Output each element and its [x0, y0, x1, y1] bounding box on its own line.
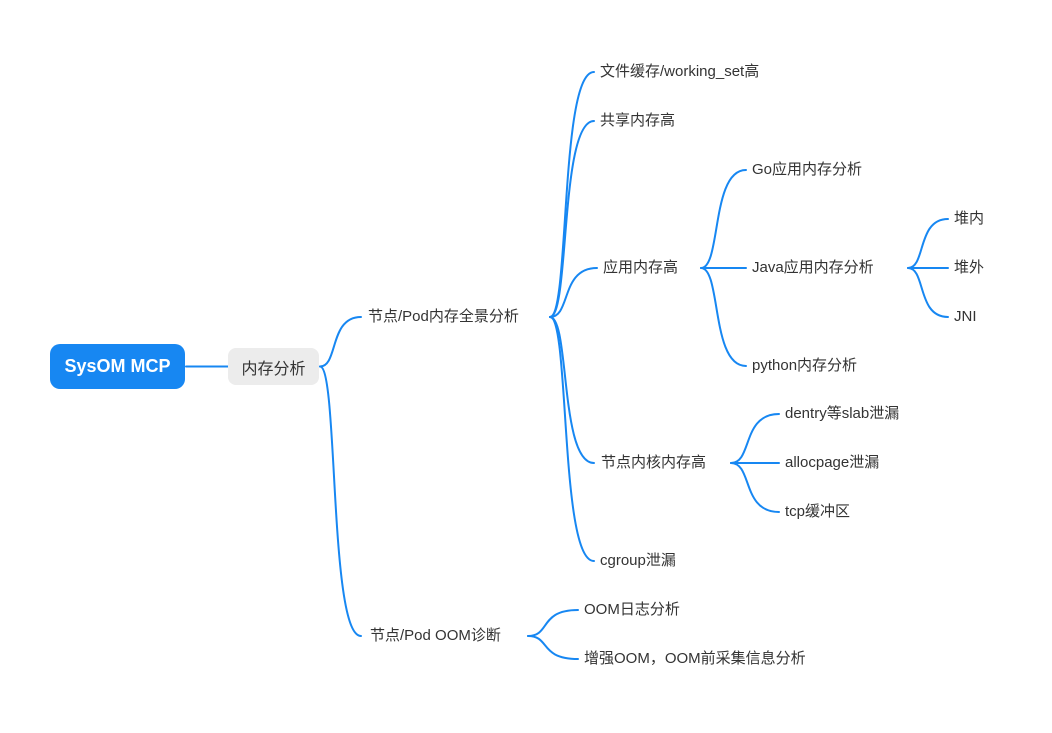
- node-file-cache-working-set[interactable]: 文件缓存/working_set高: [600, 63, 760, 81]
- node-python-analysis[interactable]: python内存分析: [752, 357, 858, 375]
- node-cgroup-leak[interactable]: cgroup泄漏: [600, 552, 676, 570]
- edge-panorama-app-memory: [549, 267, 598, 318]
- edge-oom-log-analysis: [527, 609, 579, 637]
- node-memory-analysis[interactable]: 内存分析: [228, 348, 319, 385]
- edge-java-jni: [907, 267, 949, 318]
- node-heap-internal[interactable]: 堆内: [954, 210, 985, 228]
- edge-app-memory-go: [700, 169, 747, 269]
- edge-oom-enhanced: [527, 635, 579, 660]
- node-app-memory-high[interactable]: 应用内存高: [603, 259, 679, 277]
- edge-java-heap-internal: [907, 218, 949, 269]
- node-jni[interactable]: JNI: [954, 308, 977, 326]
- edge-memory-oom-diagnosis: [319, 365, 362, 637]
- node-oom-log-analysis[interactable]: OOM日志分析: [584, 601, 680, 619]
- edge-memory-panorama: [319, 316, 362, 368]
- node-heap-external[interactable]: 堆外: [954, 259, 985, 277]
- edge-kernel-tcp-buffer: [730, 462, 780, 513]
- edge-kernel-dentry-slab: [730, 413, 780, 464]
- node-go-app-analysis[interactable]: Go应用内存分析: [752, 161, 863, 179]
- node-dentry-slab-leak[interactable]: dentry等slab泄漏: [785, 405, 900, 423]
- node-sysom-mcp-root[interactable]: SysOM MCP: [50, 344, 185, 389]
- node-kernel-memory-high[interactable]: 节点内核内存高: [601, 454, 707, 472]
- node-allocpage-leak[interactable]: allocpage泄漏: [785, 454, 880, 472]
- node-oom-diagnosis[interactable]: 节点/Pod OOM诊断: [370, 627, 501, 645]
- edge-app-memory-python: [700, 267, 747, 367]
- node-memory-panorama[interactable]: 节点/Pod内存全景分析: [368, 308, 519, 326]
- edge-panorama-shared-memory: [549, 120, 595, 318]
- node-tcp-buffer[interactable]: tcp缓冲区: [785, 503, 851, 521]
- edge-panorama-cgroup-leak: [549, 316, 595, 562]
- node-java-app-analysis[interactable]: Java应用内存分析: [752, 259, 874, 277]
- node-shared-memory-high[interactable]: 共享内存高: [600, 112, 676, 130]
- node-enhanced-oom-precollect[interactable]: 增强OOM，OOM前采集信息分析: [584, 650, 806, 668]
- edge-panorama-kernel-memory: [549, 316, 595, 464]
- edge-panorama-file-cache: [549, 71, 595, 318]
